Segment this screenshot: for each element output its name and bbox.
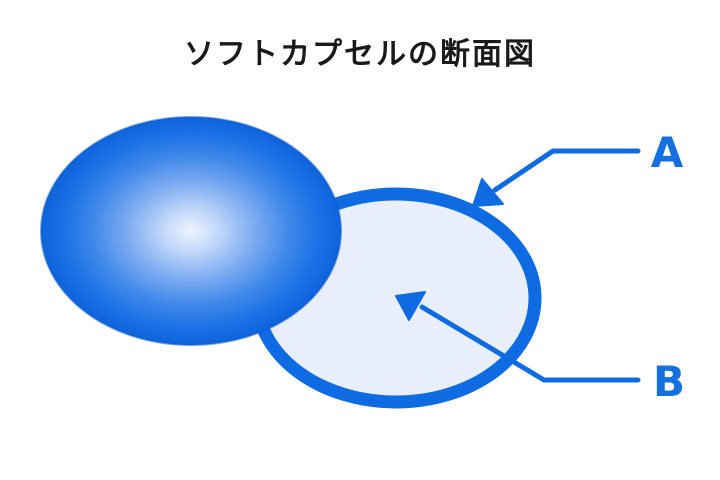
arrow-b-head-icon — [395, 291, 426, 321]
leader-a — [472, 148, 641, 207]
capsule-body — [40, 116, 342, 346]
diagram-title: ソフトカプセルの断面図 — [184, 37, 536, 72]
leader-line-b — [419, 304, 641, 383]
leader-line-a — [492, 148, 641, 193]
label-a: A — [651, 128, 684, 177]
leader-b — [395, 291, 641, 383]
arrow-a-head-icon — [472, 178, 504, 207]
label-b: B — [653, 357, 685, 406]
